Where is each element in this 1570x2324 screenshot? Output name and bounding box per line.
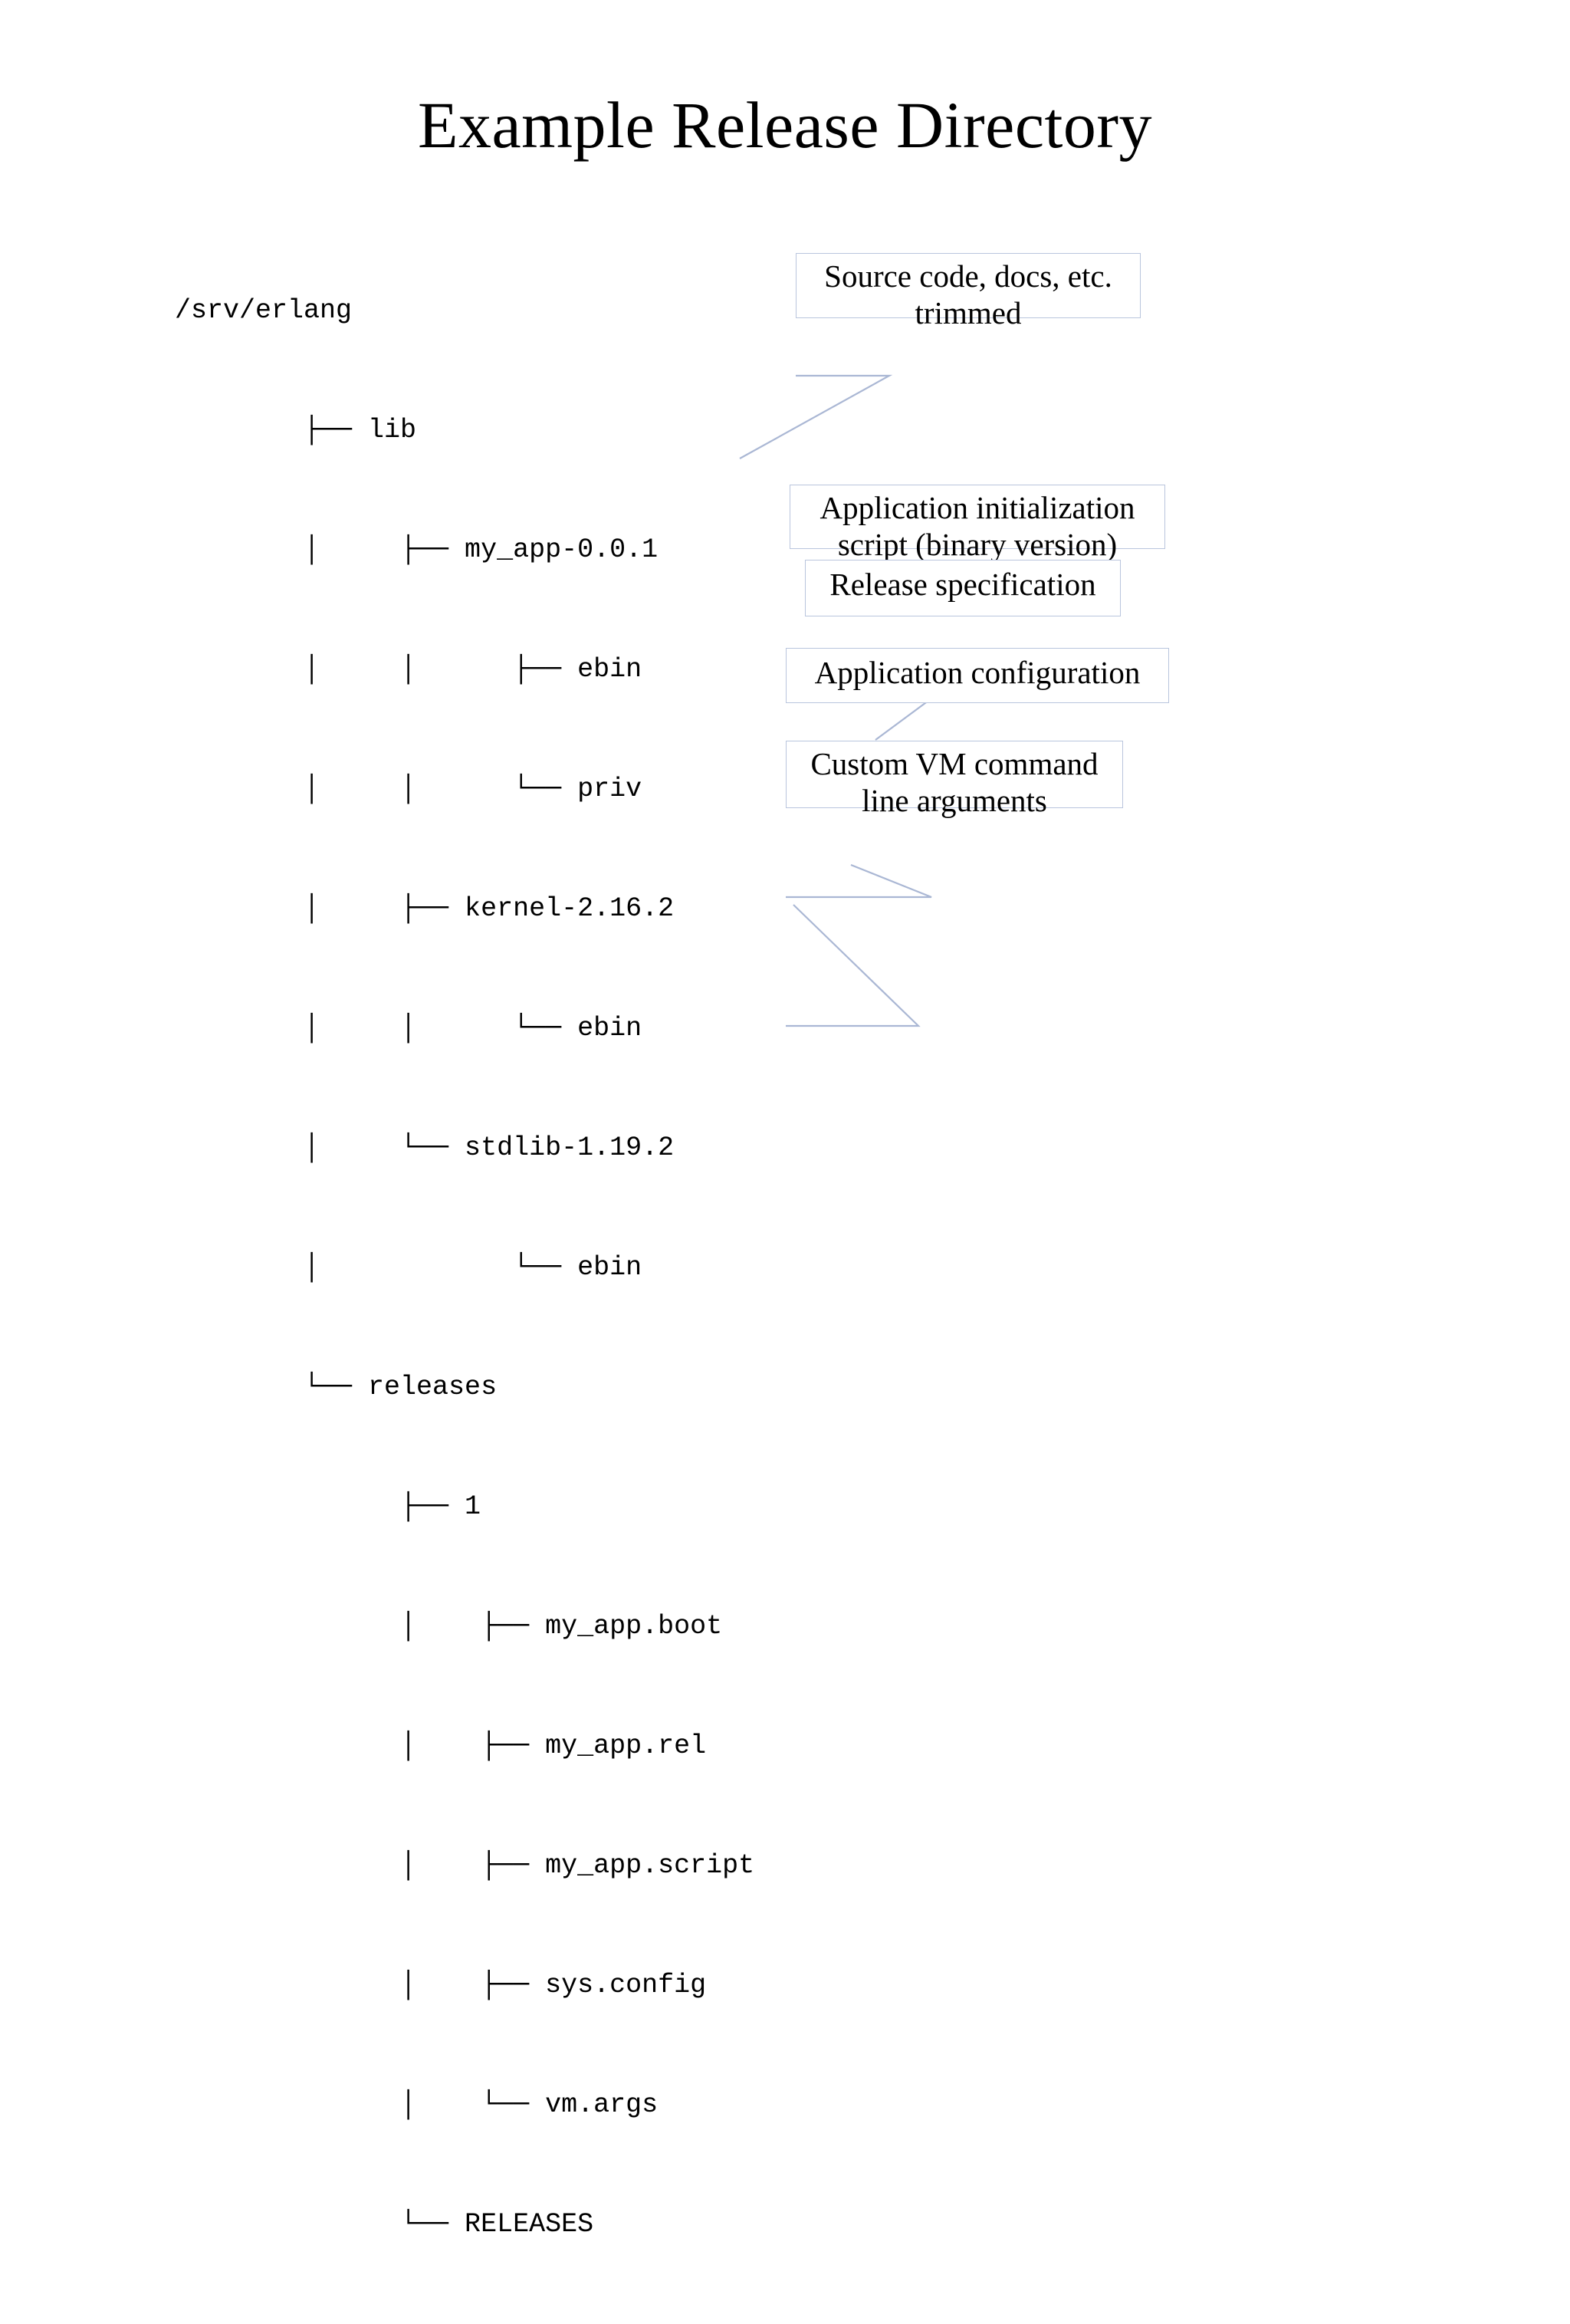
leader-line-appconfig xyxy=(786,863,932,899)
callout-line: Application configuration xyxy=(814,655,1141,690)
leader-line-source xyxy=(739,374,893,459)
callout-line: Release specification xyxy=(829,567,1096,602)
tree-row: │ ├── my_app.boot xyxy=(175,1611,723,1642)
callout-line: Application initialization xyxy=(819,490,1135,525)
tree-row: │ │ └── priv xyxy=(175,774,642,804)
callout-line: script (binary version) xyxy=(837,526,1118,562)
callout-application-configuration: Application configuration xyxy=(786,648,1169,703)
tree-row: │ └── stdlib-1.19.2 xyxy=(175,1132,675,1163)
tree-row: │ │ └── ebin xyxy=(175,1013,642,1044)
tree-row: │ ├── my_app.rel xyxy=(175,1731,707,1761)
leader-line-vmargs xyxy=(786,904,921,1027)
callout-line: Custom VM command xyxy=(810,746,1099,781)
page-title: Example Release Directory xyxy=(417,88,1153,162)
tree-row: │ ├── my_app.script xyxy=(175,1850,755,1881)
tree-row: ├── lib xyxy=(175,415,417,445)
callout-app-init-script: Application initialization script (binar… xyxy=(790,485,1165,562)
tree-row: ├── 1 xyxy=(175,1491,481,1522)
tree-row: │ ├── my_app-0.0.1 xyxy=(175,534,659,565)
callout-line: line arguments xyxy=(862,782,1047,818)
callout-line: trimmed xyxy=(915,294,1022,330)
tree-row: │ └── vm.args xyxy=(175,2089,659,2120)
tree-row: /srv/erlang xyxy=(175,295,353,326)
callout-release-specification: Release specification xyxy=(805,560,1121,616)
tree-row: └── releases xyxy=(175,1372,498,1402)
tree-row: │ ├── kernel-2.16.2 xyxy=(175,893,675,924)
slide-canvas: Example Release Directory /srv/erlang ├─… xyxy=(175,88,1169,2240)
callout-source-code: Source code, docs, etc. trimmed xyxy=(796,253,1141,330)
tree-row: │ └── ebin xyxy=(175,1252,642,1283)
tree-row: │ │ ├── ebin xyxy=(175,654,642,685)
callout-line: Source code, docs, etc. xyxy=(824,258,1112,294)
directory-tree: /srv/erlang ├── lib │ ├── my_app-0.0.1 │… xyxy=(175,211,754,2324)
callout-custom-vm-args: Custom VM command line arguments xyxy=(786,741,1123,818)
tree-row: │ ├── sys.config xyxy=(175,1970,707,2000)
tree-row: └── RELEASES xyxy=(175,2209,594,2240)
